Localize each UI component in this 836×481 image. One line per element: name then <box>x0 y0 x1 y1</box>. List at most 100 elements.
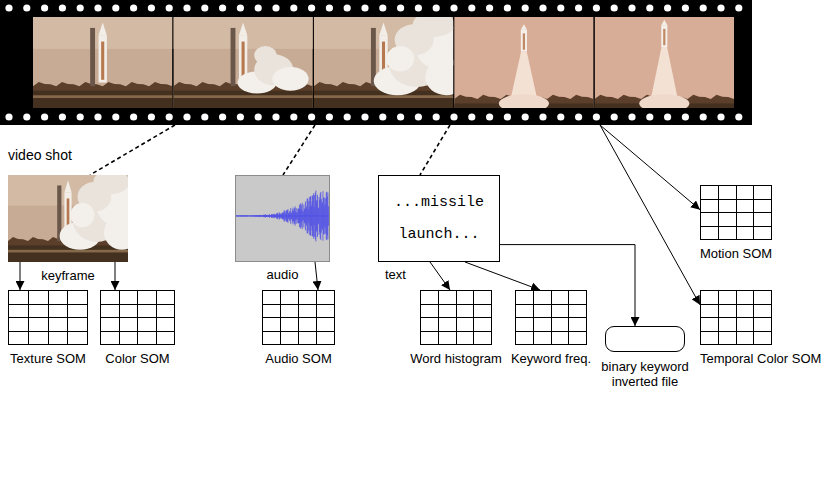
sprocket-hole <box>23 4 30 11</box>
waveform <box>256 215 257 216</box>
launch-frame <box>454 17 593 125</box>
waveform <box>272 214 273 217</box>
waveform <box>270 215 271 217</box>
arrow-connector <box>600 125 700 210</box>
waveform <box>259 215 260 217</box>
waveform <box>320 192 321 240</box>
waveform <box>238 215 239 217</box>
sprocket-hole <box>326 4 333 11</box>
sprocket-hole <box>5 4 12 11</box>
waveform <box>240 215 241 216</box>
som-cell-grid <box>316 290 317 345</box>
waveform <box>267 215 268 217</box>
som-grid: Audio SOM <box>262 290 335 345</box>
som-cell-grid <box>753 290 754 345</box>
waveform <box>290 208 291 224</box>
waveform <box>262 215 263 216</box>
ground <box>8 250 128 253</box>
node-label: Audio SOM <box>265 351 331 366</box>
sprocket-hole <box>77 4 84 11</box>
ground <box>314 95 453 98</box>
waveform <box>266 215 267 217</box>
waveform <box>242 215 243 216</box>
waveform <box>236 215 237 216</box>
waveform <box>251 215 252 217</box>
rocket-tank <box>663 29 665 45</box>
waveform <box>266 215 267 217</box>
waveform <box>245 215 246 217</box>
arrow-connector <box>20 262 21 290</box>
waveform <box>252 215 253 217</box>
illustration <box>236 176 329 261</box>
waveform <box>264 215 265 217</box>
node-label: Color SOM <box>105 351 169 366</box>
waveform <box>326 193 327 240</box>
sprocket-hole <box>522 4 529 11</box>
som-cell-grid <box>9 291 88 345</box>
dashed-link <box>283 125 315 175</box>
waveform <box>274 215 275 218</box>
sprocket-hole <box>611 113 618 120</box>
som-cell-grid <box>156 290 157 345</box>
waveform <box>239 215 240 216</box>
sprocket-hole <box>272 4 279 11</box>
sprocket-hole <box>379 113 386 120</box>
sprocket-hole <box>183 113 190 120</box>
waveform <box>248 215 249 217</box>
sprocket-hole <box>41 4 48 11</box>
waveform <box>304 208 305 223</box>
ground <box>314 91 453 125</box>
sprocket-hole <box>468 113 475 120</box>
arrow-connector <box>600 125 700 305</box>
node-label: video shot <box>8 147 72 164</box>
sprocket-hole <box>700 113 707 120</box>
waveform <box>327 193 328 240</box>
sprocket-hole <box>272 113 279 120</box>
sprocket-hole <box>59 113 66 120</box>
sprocket-hole <box>557 113 564 120</box>
sprocket-hole <box>735 4 742 11</box>
sprocket-hole <box>41 113 48 120</box>
waveform <box>268 215 269 217</box>
waveform <box>251 215 252 216</box>
ground <box>33 95 172 98</box>
smoke-cloud <box>104 215 128 250</box>
rocket <box>521 30 527 52</box>
sprocket-hole <box>646 113 653 120</box>
rocket-tank <box>242 42 245 80</box>
waveform <box>250 215 251 217</box>
som-grid: Texture SOM <box>8 290 88 345</box>
node-label: Word histogram <box>410 351 502 366</box>
waveform <box>243 215 244 216</box>
som-cell-grid <box>8 331 88 332</box>
sprocket-hole <box>682 113 689 120</box>
waveform <box>237 215 238 217</box>
inverted-file-box: binary keyword inverted file <box>605 326 685 352</box>
som-cell-grid <box>421 291 492 345</box>
waveform <box>298 209 299 223</box>
ground <box>173 95 312 98</box>
som-cell-grid <box>8 317 88 318</box>
waveform <box>315 190 316 241</box>
node-label: Temporal Color SOM <box>700 351 821 366</box>
sprocket-hole <box>664 113 671 120</box>
sprocket-hole <box>700 4 707 11</box>
smoke-cloud <box>272 67 308 91</box>
waveform <box>296 212 297 219</box>
rocket <box>239 22 247 35</box>
sprocket-hole <box>611 4 618 11</box>
waveform <box>323 198 324 235</box>
sprocket-hole <box>539 4 546 11</box>
waveform <box>305 202 306 231</box>
rocket <box>521 24 527 29</box>
sprocket-hole <box>308 4 315 11</box>
waveform <box>328 206 329 225</box>
waveform <box>280 214 281 217</box>
transcript-text: ...missile launch... <box>389 187 489 251</box>
launch-frame <box>8 175 128 262</box>
sprocket-hole <box>201 113 208 120</box>
som-cell-grid <box>100 317 175 318</box>
waveform <box>254 215 255 216</box>
sprocket-hole <box>77 113 84 120</box>
sprocket-hole <box>255 4 262 11</box>
